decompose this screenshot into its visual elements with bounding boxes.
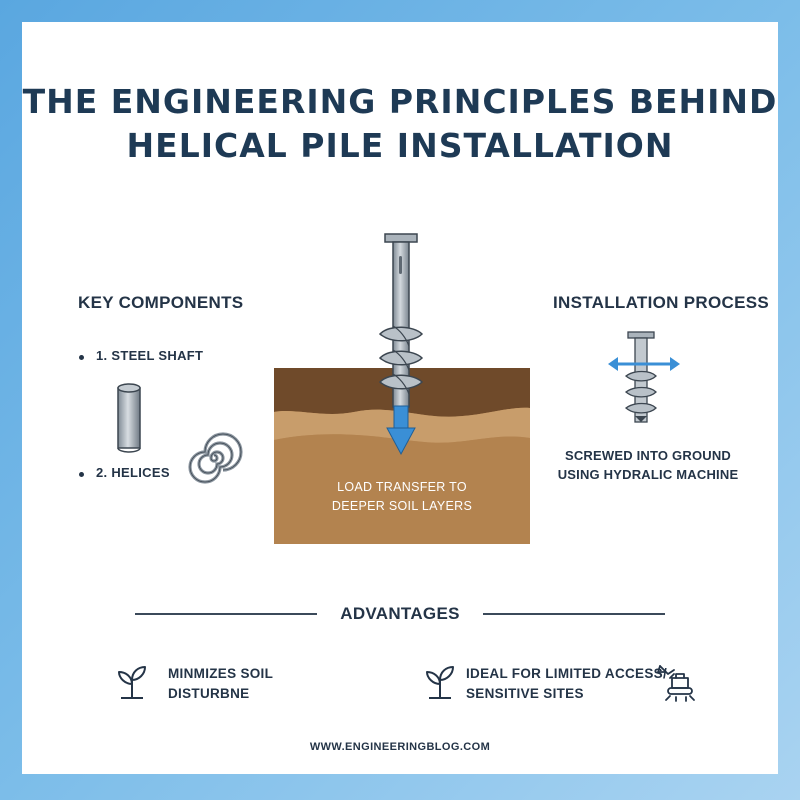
title-line-1: THE ENGINEERING PRINCIPLES BEHIND <box>22 82 778 121</box>
screw-rotation-icon <box>608 331 680 423</box>
installation-caption: SCREWED INTO GROUND USING HYDRALIC MACHI… <box>548 446 748 484</box>
advantages-heading: ADVANTAGES <box>340 604 460 623</box>
bullet-1 <box>79 355 84 360</box>
advantage-1: MINMIZES SOIL DISTURBNE <box>168 664 273 704</box>
bullet-2 <box>79 472 84 477</box>
helix-spiral-icon <box>188 432 243 484</box>
load-transfer-line-1: LOAD TRANSFER TO <box>337 480 467 494</box>
seedling-icon <box>426 666 454 699</box>
advantages-divider-right <box>483 613 665 615</box>
installation-line-2: USING HYDRALIC MACHINE <box>557 467 739 482</box>
helices-label: 2. HELICES <box>96 465 170 480</box>
installation-line-1: SCREWED INTO GROUND <box>564 448 732 463</box>
page-title: THE ENGINEERING PRINCIPLES BEHIND HELICA… <box>0 80 800 168</box>
advantages-divider-left <box>135 613 317 615</box>
advantage-2: IDEAL FOR LIMITED ACCESS/ SENSITIVE SITE… <box>466 664 667 704</box>
advantage-1-line-1: MINMIZES SOIL <box>168 666 274 681</box>
advantage-2-line-1: IDEAL FOR LIMITED ACCESS/ <box>466 666 668 681</box>
advantage-1-line-2: DISTURBNE <box>168 686 250 701</box>
steel-shaft-icon <box>117 383 141 453</box>
excavator-icon <box>657 665 695 702</box>
title-line-2: HELICAL PILE INSTALLATION <box>126 126 674 165</box>
seedling-icon <box>118 666 146 699</box>
footer-url: WWW.ENGINEERINGBLOG.COM <box>309 741 491 753</box>
helical-pile <box>378 233 424 456</box>
key-components-heading: KEY COMPONENTS <box>78 293 244 312</box>
installation-heading: INSTALLATION PROCESS <box>553 293 769 312</box>
load-transfer-caption: LOAD TRANSFER TO DEEPER SOIL LAYERS <box>274 478 530 516</box>
steel-shaft-label: 1. STEEL SHAFT <box>96 348 204 363</box>
load-transfer-line-2: DEEPER SOIL LAYERS <box>331 499 473 513</box>
advantage-2-line-2: SENSITIVE SITES <box>466 686 584 701</box>
